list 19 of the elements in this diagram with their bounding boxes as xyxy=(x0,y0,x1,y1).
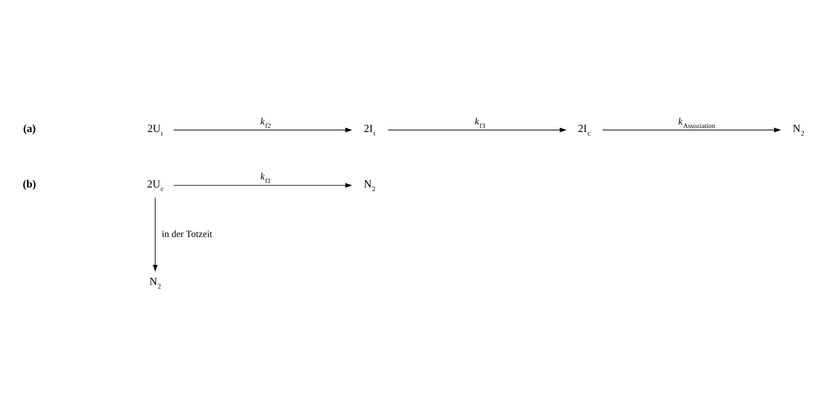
edge-label: k$_{f3}$ xyxy=(474,116,486,130)
arrow xyxy=(173,182,352,188)
node-text: 2I$_{t}$ xyxy=(364,122,376,137)
arrow xyxy=(602,127,781,132)
node-text: 2U$_{c}$ xyxy=(147,178,164,192)
arrow xyxy=(173,127,352,132)
edge-label: k$_{f1}$ xyxy=(260,171,271,185)
node-text: 2I$_{c}$ xyxy=(578,122,590,137)
label: (a) xyxy=(23,122,36,134)
arrow xyxy=(388,127,567,132)
edge-label: k$_{f2}$ xyxy=(260,116,271,130)
node-text: N$_{2}$ xyxy=(364,178,376,192)
node-text: N$_{2}$ xyxy=(792,122,804,137)
edge-label: in der Totzeit xyxy=(162,228,212,240)
label: (b) xyxy=(22,178,36,190)
arrow xyxy=(152,196,158,272)
node-text: 2U$_{t}$ xyxy=(147,122,163,137)
node-text: N$_{2}$ xyxy=(149,275,161,290)
edge-label: k$_{Assoziation}$ xyxy=(678,116,716,130)
